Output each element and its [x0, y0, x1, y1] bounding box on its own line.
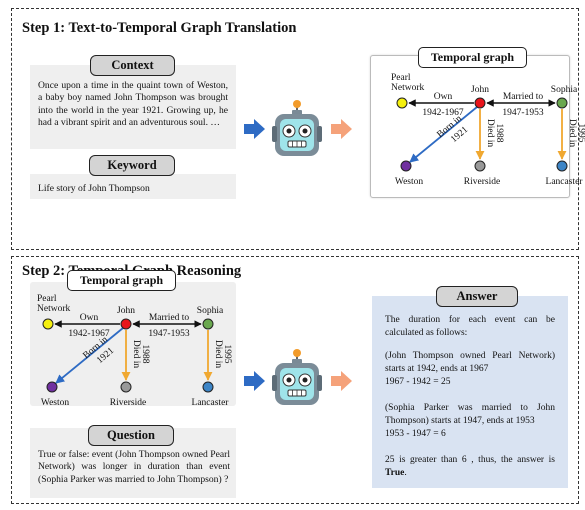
answer-panel: The duration for each event can be calcu…	[372, 296, 568, 488]
node-weston	[46, 381, 58, 393]
answer-label: Answer	[436, 286, 518, 307]
answer-line-1: The duration for each event can be calcu…	[385, 315, 555, 338]
node-label-lancaster: Lancaster	[546, 177, 584, 187]
edge-born	[55, 327, 124, 384]
answer-line-6-end: .	[404, 467, 407, 478]
edge-time-own: 1942-1967	[422, 108, 463, 118]
edge-time-married: 1947-1953	[148, 329, 189, 339]
context-panel	[30, 65, 236, 149]
node-riverside	[474, 160, 486, 172]
edge-label-married: Married to	[503, 92, 544, 102]
edge-label-died-sophia: Died in	[213, 340, 223, 368]
edge-label-died-john: Died in	[485, 119, 495, 147]
node-john	[474, 97, 486, 109]
node-label-pearl-2: Network	[37, 304, 70, 314]
edge-time-married: 1947-1953	[502, 108, 543, 118]
edge-label-died-john: Died in	[131, 340, 141, 368]
question-text: True or false: event (John Thompson owne…	[38, 449, 230, 485]
temporal-graph-box-2	[30, 282, 236, 406]
context-text: Once upon a time in the quaint town of W…	[38, 80, 228, 128]
node-sophia	[202, 318, 214, 330]
answer-line-5: 1953 - 1947 = 6	[385, 429, 446, 439]
node-pearl	[42, 318, 54, 330]
answer-line-4: (Sophia Parker was married to John Thomp…	[385, 403, 555, 426]
temporal-graph-label-2: Temporal graph	[67, 270, 176, 291]
answer-line-3: 1967 - 1942 = 25	[385, 377, 451, 387]
robot-icon	[272, 100, 322, 156]
temporal-graph-box-1	[370, 55, 570, 198]
answer-line-2: (John Thompson owned Pearl Network) star…	[385, 351, 555, 374]
question-label: Question	[88, 425, 174, 446]
keyword-text: Life story of John Thompson	[38, 183, 150, 194]
node-lancaster	[556, 160, 568, 172]
answer-true: True	[385, 467, 405, 478]
edge-time-died-sophia: 1995	[222, 345, 232, 364]
node-john	[120, 318, 132, 330]
node-label-pearl-2: Network	[391, 83, 424, 93]
node-label-riverside: Riverside	[464, 177, 500, 187]
edge-label-married: Married to	[149, 313, 190, 323]
step1-box	[11, 8, 579, 250]
node-label-lancaster: Lancaster	[192, 398, 230, 408]
edge-time-died-john: 1988	[140, 345, 150, 364]
temporal-graph-label-1: Temporal graph	[418, 47, 527, 68]
edge-time-died-john: 1988	[494, 124, 504, 143]
node-label-john: John	[471, 85, 489, 95]
node-pearl	[396, 97, 408, 109]
edge-label-died-sophia: Died in	[567, 119, 577, 147]
context-label: Context	[90, 55, 175, 76]
step1-title: Step 1: Text-to-Temporal Graph Translati…	[22, 20, 297, 36]
edge-label-own: Own	[80, 313, 99, 323]
edge-born	[409, 106, 478, 163]
node-lancaster	[202, 381, 214, 393]
orange-arrow-icon	[331, 119, 352, 139]
blue-arrow-icon	[244, 371, 265, 391]
edge-time-died-sophia: 1995	[576, 124, 585, 143]
node-label-john: John	[117, 306, 135, 316]
orange-arrow-icon	[331, 371, 352, 391]
step2-box	[11, 256, 579, 504]
blue-arrow-icon	[244, 119, 265, 139]
node-riverside	[120, 381, 132, 393]
node-label-weston: Weston	[395, 177, 424, 187]
robot-icon	[272, 349, 322, 405]
node-weston	[400, 160, 412, 172]
node-sophia	[556, 97, 568, 109]
answer-line-6-text: 25 is greater than 6 , thus, the answer …	[385, 455, 555, 465]
node-label-pearl-1: Pearl	[391, 73, 411, 83]
answer-line-6: 25 is greater than 6 , thus, the answer …	[385, 454, 555, 479]
edge-label-own: Own	[434, 92, 453, 102]
node-label-riverside: Riverside	[110, 398, 146, 408]
node-label-pearl-1: Pearl	[37, 294, 57, 304]
node-label-weston: Weston	[41, 398, 70, 408]
node-label-sophia: Sophia	[551, 85, 578, 95]
keyword-panel	[30, 174, 236, 199]
edge-time-own: 1942-1967	[68, 329, 109, 339]
node-label-sophia: Sophia	[197, 306, 224, 316]
keyword-label: Keyword	[89, 155, 175, 176]
